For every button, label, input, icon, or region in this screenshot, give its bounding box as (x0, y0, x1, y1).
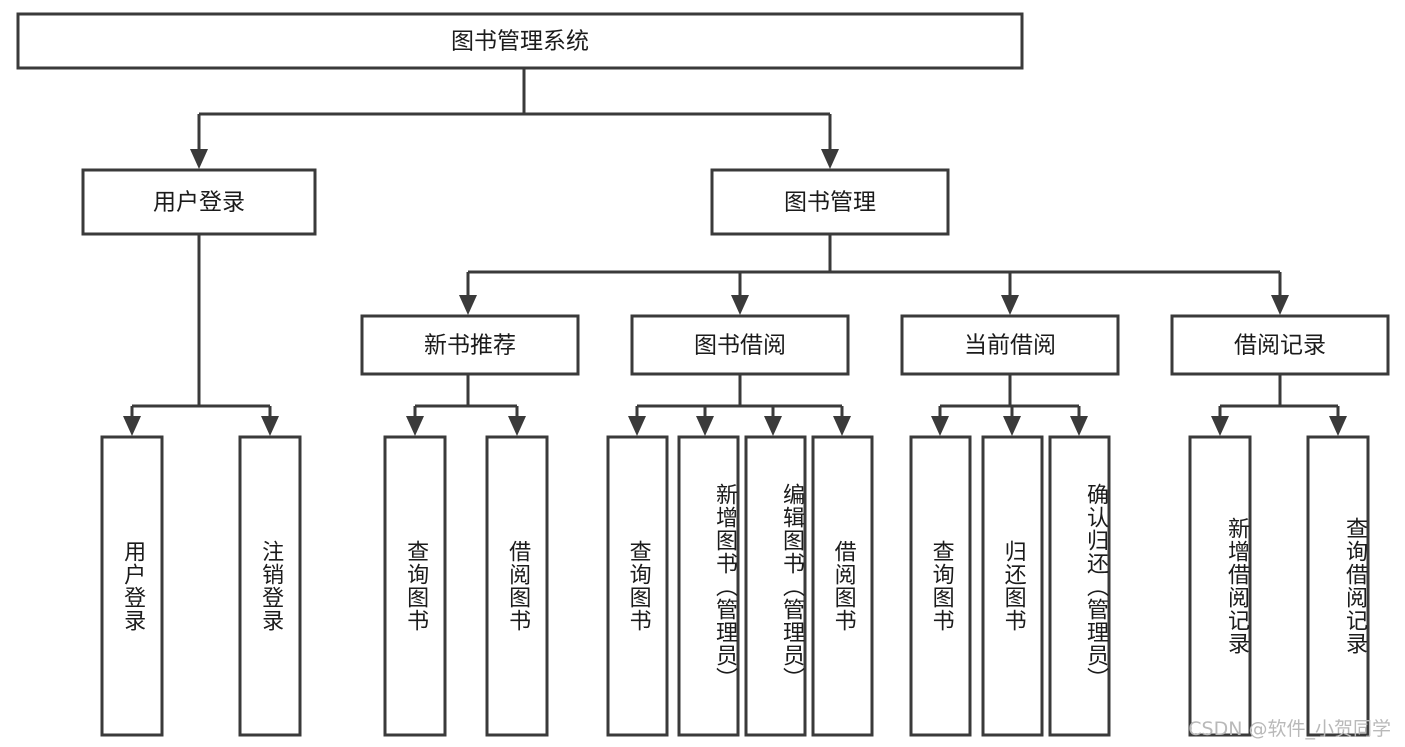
node-box-leaf-borrow-book-1[interactable] (485, 435, 549, 737)
arrow-head-icon (508, 416, 526, 436)
csdn-watermark: CSDN @软件_小贺同学 (1188, 718, 1391, 740)
node-box-borrow-record[interactable] (1170, 314, 1390, 376)
arrow-head-icon (261, 416, 279, 436)
node-box-leaf-confirm-return[interactable] (1048, 435, 1111, 737)
arrow-head-icon (628, 416, 646, 436)
node-box-user-login[interactable] (81, 168, 317, 236)
node-box-leaf-borrow-book-2[interactable] (811, 435, 874, 737)
node-box-leaf-return-book[interactable] (981, 435, 1044, 737)
node-box-leaf-query-record[interactable] (1306, 435, 1370, 737)
arrow-head-icon (1211, 416, 1229, 436)
boxes-layer (16, 12, 1390, 737)
arrow-head-icon (1271, 295, 1289, 315)
arrow-head-icon (190, 149, 208, 169)
arrow-head-icon (833, 416, 851, 436)
node-box-leaf-logout[interactable] (238, 435, 302, 737)
node-box-leaf-query-book-3[interactable] (909, 435, 972, 737)
node-box-book-manage[interactable] (710, 168, 950, 236)
node-box-leaf-query-book-1[interactable] (383, 435, 447, 737)
arrow-head-icon (696, 416, 714, 436)
node-box-leaf-user-login[interactable] (100, 435, 164, 737)
connectors-layer (123, 68, 1347, 436)
node-box-root[interactable] (16, 12, 1024, 70)
arrow-head-icon (1001, 295, 1019, 315)
arrow-head-icon (406, 416, 424, 436)
arrow-head-icon (764, 416, 782, 436)
node-box-leaf-add-record[interactable] (1188, 435, 1252, 737)
arrow-head-icon (931, 416, 949, 436)
node-box-leaf-edit-book[interactable] (744, 435, 807, 737)
node-label-book-borrow: 图书借阅 (694, 333, 786, 359)
arrow-head-icon (123, 416, 141, 436)
arrow-head-icon (1070, 416, 1088, 436)
node-label-user-login: 用户登录 (153, 190, 245, 216)
node-label-borrow-record: 借阅记录 (1234, 333, 1326, 359)
node-box-leaf-add-book[interactable] (677, 435, 740, 737)
node-box-current-borrow[interactable] (900, 314, 1120, 376)
node-box-book-borrow[interactable] (630, 314, 850, 376)
arrow-head-icon (731, 295, 749, 315)
node-box-leaf-query-book-2[interactable] (606, 435, 669, 737)
node-label-root: 图书管理系统 (451, 29, 589, 55)
arrow-head-icon (459, 295, 477, 315)
arrow-head-icon (1003, 416, 1021, 436)
arrow-head-icon (821, 149, 839, 169)
node-box-new-book-recommend[interactable] (360, 314, 580, 376)
node-label-new-book-recommend: 新书推荐 (424, 333, 516, 359)
node-label-book-manage: 图书管理 (784, 190, 876, 216)
arrow-head-icon (1329, 416, 1347, 436)
node-label-current-borrow: 当前借阅 (964, 333, 1056, 359)
